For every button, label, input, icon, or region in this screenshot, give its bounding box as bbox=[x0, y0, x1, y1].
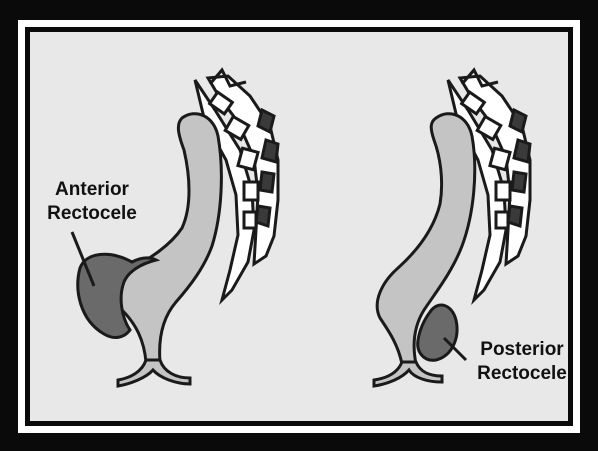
posterior-label-line2: Rectocele bbox=[470, 362, 574, 386]
anterior-rectocele-label: Anterior Rectocele bbox=[46, 178, 138, 226]
posterior-rectocele-label: Posterior Rectocele bbox=[470, 338, 574, 386]
posterior-label-line1: Posterior bbox=[470, 338, 574, 362]
anterior-label-line1: Anterior bbox=[46, 178, 138, 202]
anterior-label-line2: Rectocele bbox=[46, 202, 138, 226]
